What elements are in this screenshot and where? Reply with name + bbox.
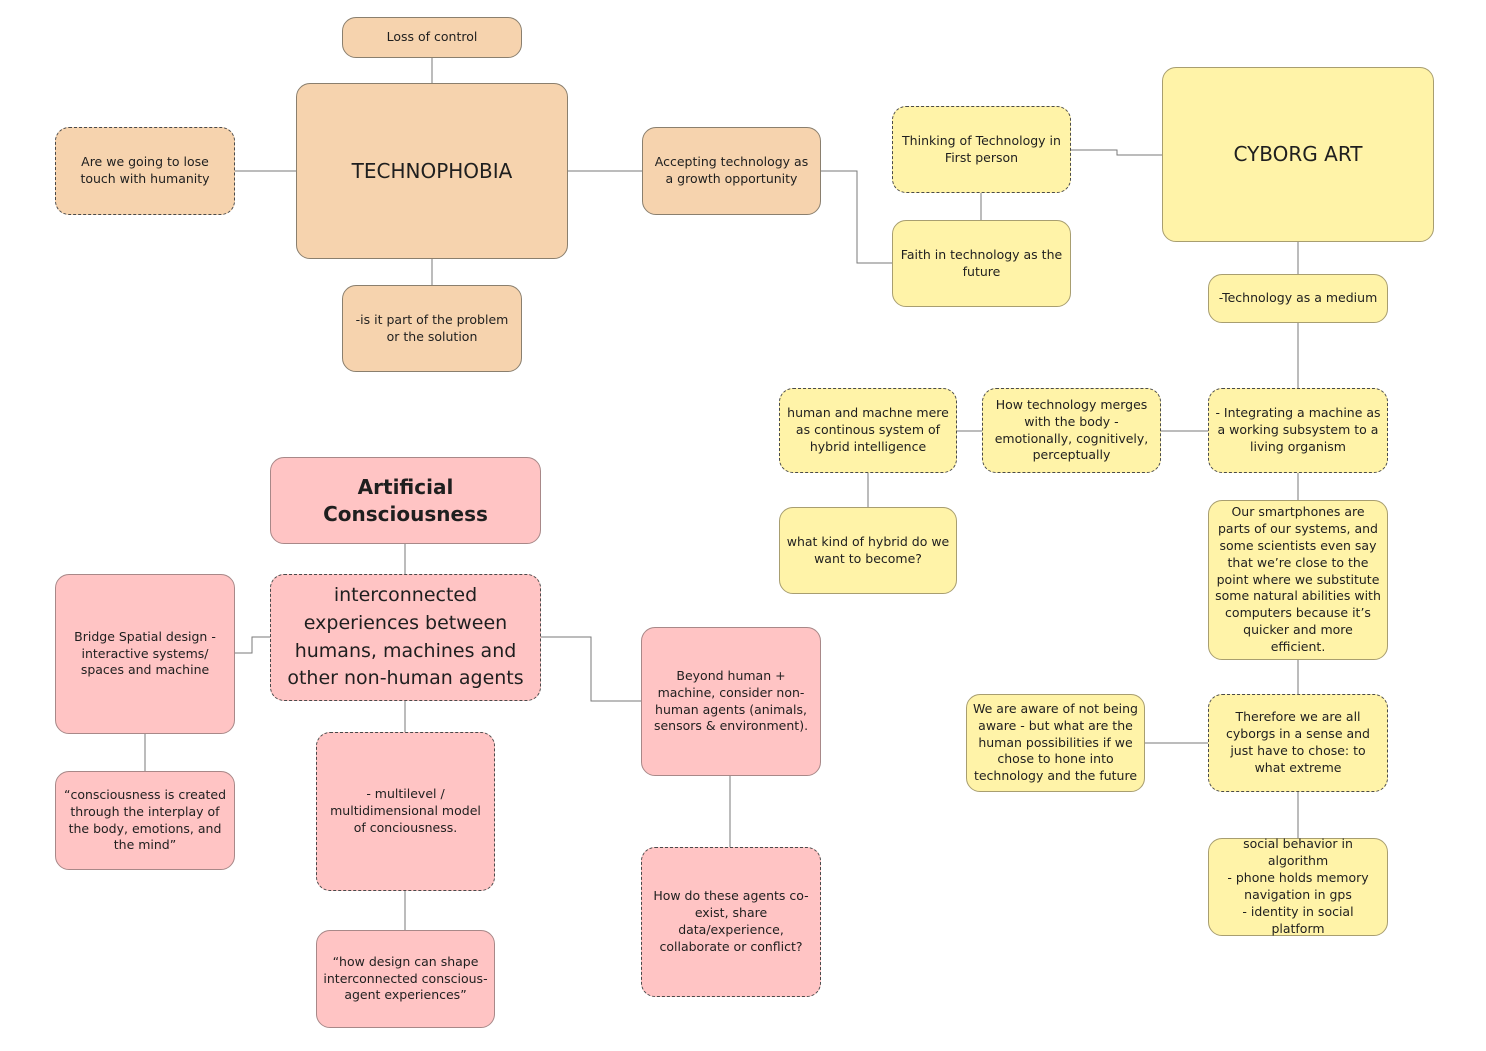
node-multilevel-model-label: - multilevel / multidimensional model of… <box>330 786 481 835</box>
node-accepting-technology[interactable]: Accepting technology as a growth opportu… <box>642 127 821 215</box>
connector-thinking-cyborg <box>1071 149 1162 156</box>
node-interconnected-experiences-label: interconnected experiences between human… <box>287 584 524 690</box>
node-part-of-problem-label: -is it part of the problem or the soluti… <box>355 311 509 344</box>
node-integrating-machine[interactable]: - Integrating a machine as a working sub… <box>1208 388 1388 473</box>
node-thinking-first-person-label: Thinking of Technology in First person <box>902 132 1061 165</box>
node-beyond-human[interactable]: Beyond human + machine, consider non-hum… <box>641 627 821 776</box>
connector-accepting-faith <box>821 170 892 264</box>
node-technology-medium[interactable]: -Technology as a medium <box>1208 274 1388 323</box>
node-part-of-problem[interactable]: -is it part of the problem or the soluti… <box>342 285 522 372</box>
node-social-behavior-label: social behavior in algorithm - phone hol… <box>1227 836 1369 936</box>
node-loss-of-control-label: Loss of control <box>386 29 478 45</box>
node-lose-touch[interactable]: Are we going to lose touch with humanity <box>55 127 235 215</box>
node-hybrid-become-label: what kind of hybrid do we want to become… <box>786 533 950 566</box>
node-technology-medium-label: -Technology as a medium <box>1218 290 1378 306</box>
node-lose-touch-label: Are we going to lose touch with humanity <box>80 154 210 186</box>
node-cyborg-art[interactable]: CYBORG ART <box>1162 67 1434 242</box>
node-artificial-consciousness[interactable]: Artificial Consciousness <box>270 457 541 544</box>
node-social-behavior[interactable]: social behavior in algorithm - phone hol… <box>1208 836 1388 936</box>
node-human-machine-merge-label: human and machne mere as continous syste… <box>787 405 949 454</box>
node-accepting-technology-label: Accepting technology as a growth opportu… <box>654 154 809 186</box>
node-consciousness-created[interactable]: “consciousness is created through the in… <box>55 771 235 870</box>
node-agents-coexist-label: How do these agents co-exist, share data… <box>653 888 809 954</box>
node-faith-in-technology-label: Faith in technology as the future <box>900 246 1063 279</box>
node-design-shape[interactable]: “how design can shape interconnected con… <box>316 930 495 1028</box>
node-smartphones[interactable]: Our smartphones are parts of our systems… <box>1208 500 1388 660</box>
node-consciousness-created-label: “consciousness is created through the in… <box>63 786 227 853</box>
node-agents-coexist[interactable]: How do these agents co-exist, share data… <box>641 847 821 997</box>
node-technophobia[interactable]: TECHNOPHOBIA <box>296 83 568 259</box>
node-bridge-spatial[interactable]: Bridge Spatial design - interactive syst… <box>55 574 235 734</box>
node-technophobia-label: TECHNOPHOBIA <box>351 158 513 183</box>
node-artificial-consciousness-label: Artificial Consciousness <box>323 474 488 526</box>
node-loss-of-control[interactable]: Loss of control <box>342 17 522 58</box>
node-multilevel-model[interactable]: - multilevel / multidimensional model of… <box>316 732 495 891</box>
node-all-cyborgs-label: Therefore we are all cyborgs in a sense … <box>1225 709 1370 775</box>
node-integrating-machine-label: - Integrating a machine as a working sub… <box>1215 405 1381 454</box>
node-interconnected-experiences[interactable]: interconnected experiences between human… <box>270 574 541 701</box>
node-hybrid-become[interactable]: what kind of hybrid do we want to become… <box>779 507 957 594</box>
node-design-shape-label: “how design can shape interconnected con… <box>323 953 488 1003</box>
connector-interconnected-bridge <box>235 636 270 654</box>
node-technology-merges[interactable]: How technology merges with the body - em… <box>982 388 1161 473</box>
node-faith-in-technology[interactable]: Faith in technology as the future <box>892 220 1071 307</box>
node-human-machine-merge[interactable]: human and machne mere as continous syste… <box>779 388 957 473</box>
node-smartphones-label: Our smartphones are parts of our systems… <box>1215 504 1381 655</box>
node-beyond-human-label: Beyond human + machine, consider non-hum… <box>653 667 809 734</box>
connector-interconnected-beyond <box>540 636 641 702</box>
node-all-cyborgs[interactable]: Therefore we are all cyborgs in a sense … <box>1208 694 1388 792</box>
node-bridge-spatial-label: Bridge Spatial design - interactive syst… <box>74 628 216 678</box>
node-cyborg-art-label: CYBORG ART <box>1233 142 1363 166</box>
node-technology-merges-label: How technology merges with the body - em… <box>994 396 1149 463</box>
node-aware-not-aware[interactable]: We are aware of not being aware - but wh… <box>966 694 1145 792</box>
node-thinking-first-person[interactable]: Thinking of Technology in First person <box>892 106 1071 193</box>
node-aware-not-aware-label: We are aware of not being aware - but wh… <box>973 700 1138 784</box>
